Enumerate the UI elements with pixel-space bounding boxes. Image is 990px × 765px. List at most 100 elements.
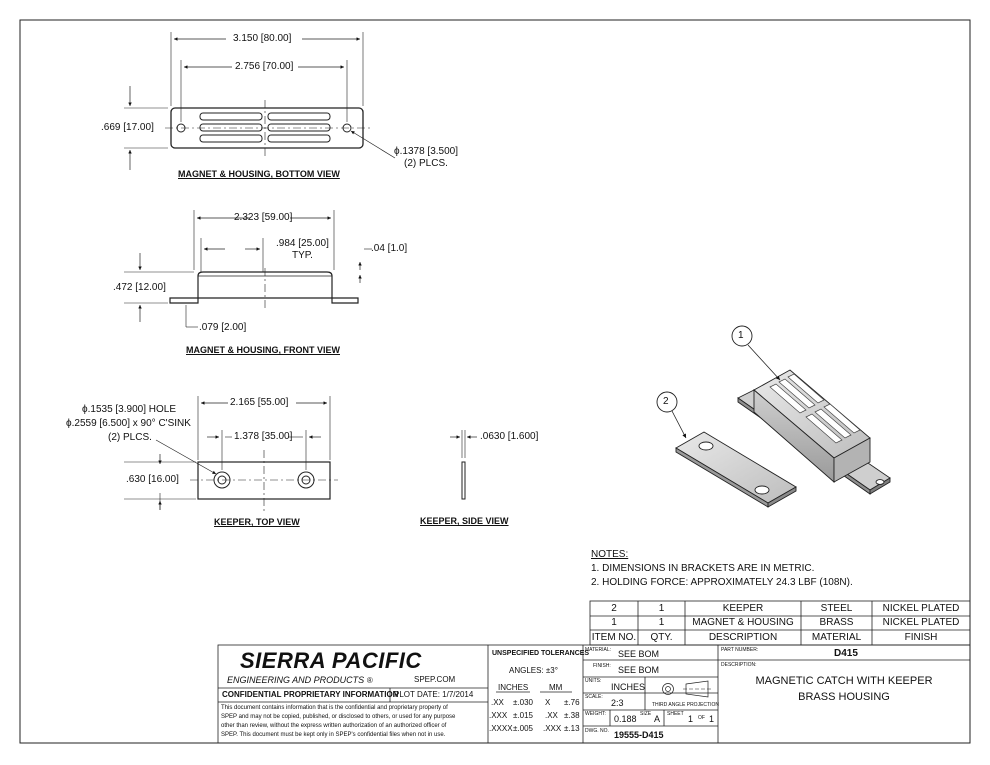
part-number-label: PART NUMBER:	[721, 647, 759, 653]
finish-value: SEE BOM	[618, 665, 660, 675]
keeper-hole-note-3: (2) PLCS.	[108, 432, 152, 443]
isometric-view	[656, 325, 891, 508]
tol-cell: .XXXX	[489, 724, 513, 733]
dim-front-height: .472 [12.00]	[113, 282, 166, 293]
sheet-label: SHEET	[667, 711, 684, 717]
bom-cell-desc: MAGNET & HOUSING	[692, 617, 794, 628]
dim-keeper-holes: 1.378 [35.00]	[234, 431, 293, 442]
dim-front-body: 2.323 [59.00]	[234, 212, 293, 223]
company-name: SIERRA PACIFIC	[240, 648, 422, 673]
bom-header-finish: FINISH	[904, 632, 938, 643]
notes-heading: NOTES:	[591, 549, 629, 560]
company-website: SPEP.COM	[414, 675, 456, 684]
bottom-hole-count: (2) PLCS.	[404, 158, 448, 169]
size-label: SIZE	[640, 711, 652, 717]
dim-keeper-length: 2.165 [55.00]	[230, 397, 289, 408]
balloon-2	[656, 391, 678, 413]
weight-value: 0.188	[614, 714, 637, 724]
dim-bottom-hole-dia: ϕ.1378 [3.500]	[394, 146, 458, 157]
bottom-view	[124, 32, 396, 170]
dim-bottom-width: .669 [17.00]	[101, 122, 154, 133]
company-subtitle: ENGINEERING AND PRODUCTS ®	[227, 675, 373, 685]
bom-header-item: ITEM NO.	[591, 632, 637, 643]
tol-cell: ±.38	[564, 711, 580, 720]
finish-label: FINISH:	[593, 663, 611, 669]
tol-cell: .XX	[491, 698, 504, 707]
balloon-1-label: 1	[738, 330, 744, 341]
projection-label: THIRD ANGLE PROJECTION	[652, 702, 719, 708]
confidential-heading: CONFIDENTIAL PROPRIETARY INFORMATION	[222, 690, 399, 699]
tol-cell: ±.76	[564, 698, 580, 707]
dim-front-slot-note: TYP.	[292, 250, 313, 261]
bom-cell-material: STEEL	[820, 603, 853, 614]
bom-cell-desc: KEEPER	[722, 603, 764, 614]
balloon-1	[731, 325, 753, 347]
dwg-label: DWG. NO.	[585, 728, 609, 734]
tol-cell: ±.13	[564, 724, 580, 733]
keeper-side-title: KEEPER, SIDE VIEW	[420, 516, 509, 526]
tol-cell: .XXX	[543, 724, 562, 733]
front-view-title: MAGNET & HOUSING, FRONT VIEW	[186, 345, 340, 355]
balloon-2-label: 2	[663, 396, 669, 407]
bom-cell-material: BRASS	[819, 617, 854, 628]
note-1: 1. DIMENSIONS IN BRACKETS ARE IN METRIC.	[591, 563, 815, 574]
tolerance-angles: ANGLES: ±3°	[509, 666, 558, 675]
of-label: OF	[698, 715, 705, 721]
bom-cell-item: 2	[611, 603, 617, 614]
confidential-line: SPEP and may not be copied, published, o…	[221, 714, 456, 720]
tolerance-heading: UNSPECIFIED TOLERANCES	[492, 650, 590, 657]
confidential-line: other than review, without the express w…	[221, 723, 447, 729]
note-2: 2. HOLDING FORCE: APPROXIMATELY 24.3 LBF…	[591, 577, 853, 588]
tol-cell: X	[545, 698, 551, 707]
keeper-hole-note-1: ϕ.1535 [3.900] HOLE	[82, 404, 176, 415]
dim-keeper-width: .630 [16.00]	[126, 474, 179, 485]
sheet-value: 1	[688, 714, 694, 724]
weight-label: WEIGHT:	[585, 711, 606, 717]
part-number: D415	[834, 648, 858, 659]
material-value: SEE BOM	[618, 649, 660, 659]
description-line-1: MAGNETIC CATCH WITH KEEPER	[755, 675, 933, 687]
keeper-top-title: KEEPER, TOP VIEW	[214, 517, 300, 527]
plot-date: PLOT DATE: 1/7/2014	[394, 690, 474, 699]
confidential-line: This document contains information that …	[221, 705, 448, 711]
description-line-2: BRASS HOUSING	[798, 691, 890, 703]
bom-header-desc: DESCRIPTION	[708, 632, 778, 643]
bom-header-material: MATERIAL	[811, 632, 862, 643]
scale-value: 2:3	[611, 698, 624, 708]
description-label: DESCRIPTION:	[721, 662, 757, 668]
dim-bottom-holes: 2.756 [70.00]	[235, 61, 294, 72]
bom-header-qty: QTY.	[650, 632, 673, 643]
tol-cell: ±.005	[513, 724, 533, 733]
tolerance-mm-label: MM	[549, 683, 563, 692]
tol-cell: ±.015	[513, 711, 533, 720]
dim-bottom-overall: 3.150 [80.00]	[233, 33, 292, 44]
bom-cell-qty: 1	[658, 617, 665, 628]
bottom-view-title: MAGNET & HOUSING, BOTTOM VIEW	[178, 169, 340, 179]
material-label: MATERIAL:	[585, 647, 612, 653]
tol-cell: .XXX	[489, 711, 508, 720]
dim-front-tab: .079 [2.00]	[199, 322, 247, 333]
tol-cell: .XX	[545, 711, 558, 720]
keeper-hole-note-2: ϕ.2559 [6.500] x 90° C'SINK	[66, 418, 191, 429]
bom-cell-qty: 1	[658, 603, 665, 614]
sheet-total: 1	[709, 714, 715, 724]
bom-cell-finish: NICKEL PLATED	[882, 617, 960, 628]
bom-cell-finish: NICKEL PLATED	[882, 603, 960, 614]
dim-keeper-thickness: .0630 [1.600]	[480, 431, 539, 442]
units-label: UNITS:	[585, 678, 602, 684]
units-value: INCHES	[611, 682, 646, 692]
keeper-top-view	[124, 396, 338, 512]
tolerance-inches-label: INCHES	[498, 683, 529, 692]
size-value: A	[654, 714, 661, 724]
title-block-grid	[217, 644, 971, 744]
tol-cell: ±.030	[513, 698, 533, 707]
confidential-line: SPEP. This document must be kept only in…	[221, 732, 446, 738]
keeper-side-view	[450, 430, 477, 500]
front-view	[124, 210, 372, 328]
dim-front-slot: .984 [25.00]	[276, 238, 329, 249]
scale-label: SCALE:	[585, 694, 603, 700]
dim-front-flange: .04 [1.0]	[371, 243, 408, 254]
bom-cell-item: 1	[611, 617, 617, 628]
